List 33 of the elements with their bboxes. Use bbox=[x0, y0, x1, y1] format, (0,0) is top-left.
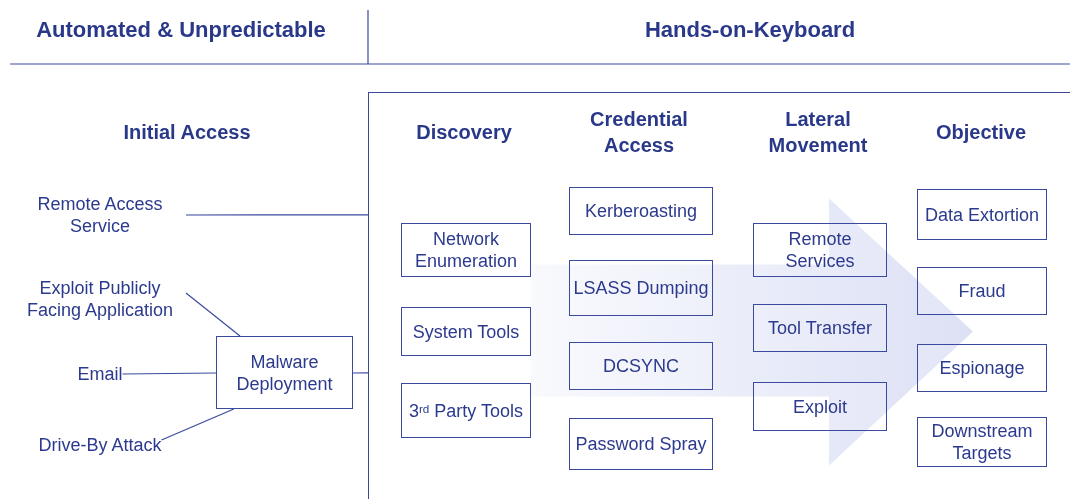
technique-box: System Tools bbox=[401, 307, 531, 356]
connector-line bbox=[160, 408, 235, 441]
technique-box: Downstream Targets bbox=[917, 417, 1047, 467]
technique-box: Kerberoasting bbox=[569, 187, 713, 235]
entry-vector-text: Email bbox=[77, 362, 123, 386]
panel-frame bbox=[368, 92, 1070, 499]
technique-box: Malware Deployment bbox=[216, 336, 353, 409]
technique-box: Password Spray bbox=[569, 418, 713, 470]
technique-box: LSASS Dumping bbox=[569, 260, 713, 316]
technique-box: Fraud bbox=[917, 267, 1047, 315]
technique-box: Espionage bbox=[917, 344, 1047, 392]
entry-vector-text: Drive-By Attack bbox=[38, 433, 162, 457]
entry-vector-text: Exploit Publicly Facing Application bbox=[14, 276, 186, 322]
technique-box: Data Extortion bbox=[917, 189, 1047, 240]
column-heading: Objective bbox=[934, 120, 1027, 145]
connector-line bbox=[121, 372, 217, 375]
technique-box: DCSYNC bbox=[569, 342, 713, 390]
column-heading: Initial Access bbox=[122, 120, 252, 145]
section-heading: Hands-on-Keyboard bbox=[643, 17, 857, 43]
entry-vector-text: Remote Access Service bbox=[14, 195, 186, 235]
block-arrow bbox=[531, 198, 973, 466]
connector-line bbox=[185, 292, 241, 337]
technique-box: Tool Transfer bbox=[753, 304, 887, 352]
column-heading: Credential Access bbox=[589, 107, 689, 158]
connector-line bbox=[185, 214, 369, 216]
technique-box: Exploit bbox=[753, 382, 887, 431]
column-heading: Discovery bbox=[415, 120, 513, 145]
section-heading: Automated & Unpredictable bbox=[35, 17, 327, 43]
column-heading: Lateral Movement bbox=[767, 107, 869, 158]
technique-box: Network Enumeration bbox=[401, 223, 531, 277]
technique-box: Remote Services bbox=[753, 223, 887, 277]
connector-line bbox=[352, 372, 369, 374]
technique-box: 3$^{rd}$ Party Tools bbox=[401, 383, 531, 438]
